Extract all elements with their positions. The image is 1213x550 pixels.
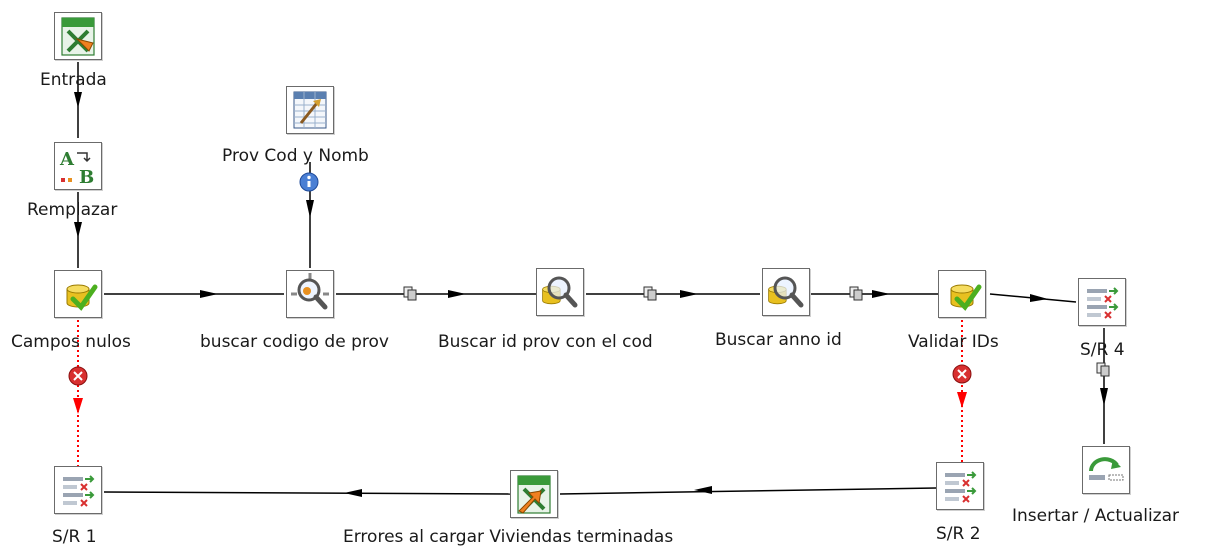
arrow-down (74, 222, 82, 238)
arrow-down (74, 92, 82, 108)
step-validar-ids[interactable] (938, 270, 986, 318)
step-errores-al-cargar[interactable] (510, 470, 558, 518)
info-icon (299, 172, 319, 192)
step-label: S/R 1 (52, 527, 97, 547)
database-lookup-icon (542, 269, 583, 315)
arrow-down (306, 200, 314, 218)
step-label: Campos nulos (11, 332, 131, 352)
step-label: Prov Cod y Nomb (222, 146, 369, 166)
arrow-right (872, 290, 890, 298)
hop-sr1-errores[interactable] (103, 491, 511, 495)
arrow-right (1030, 294, 1048, 302)
arrow-down (1100, 388, 1108, 406)
database-lookup-icon (768, 269, 809, 315)
svg-text:A: A (59, 149, 75, 170)
step-prov-cod-y-nomb[interactable] (286, 86, 334, 134)
step-label: Entrada (40, 70, 107, 90)
copy-rows-icons (403, 286, 1110, 377)
arrow-right (680, 290, 698, 298)
insert-update-icon (1089, 457, 1124, 481)
hop-sr2-errores[interactable] (559, 487, 937, 495)
select-values-icon (62, 475, 94, 507)
copy-icon (403, 286, 417, 301)
step-sr2[interactable] (936, 462, 984, 510)
copy-icon (849, 286, 863, 301)
step-label: buscar codigo de prov (200, 332, 389, 352)
step-campos-nulos[interactable] (54, 270, 102, 318)
filter-rows-icon (66, 284, 98, 311)
step-insertar-actualizar[interactable] (1082, 446, 1130, 494)
arrow-right (200, 290, 218, 298)
arrow-down (957, 392, 967, 408)
copy-icon (643, 286, 657, 301)
copy-icon (1096, 362, 1110, 377)
step-buscar-codigo-de-prov[interactable] (286, 270, 334, 318)
step-entrada[interactable] (54, 12, 102, 60)
stream-lookup-icon (291, 273, 329, 317)
step-label: Validar IDs (908, 332, 999, 352)
step-label: Buscar id prov con el cod (438, 332, 653, 352)
svg-text:B: B (79, 167, 94, 188)
replace-string-icon: A B (59, 149, 94, 188)
step-label: Insertar / Actualizar (1012, 506, 1180, 526)
step-label: Errores al cargar Viviendas terminadas (343, 527, 674, 547)
error-icon (952, 364, 972, 384)
step-sr1[interactable] (54, 466, 102, 514)
error-hop-arrows (73, 392, 967, 414)
arrow-left (344, 489, 362, 497)
error-hops (77, 320, 963, 466)
arrow-left (694, 486, 712, 494)
step-buscar-id-prov-con-el-cod[interactable] (536, 268, 584, 316)
step-sr4[interactable] (1078, 278, 1126, 326)
arrow-right (448, 290, 466, 298)
error-icon (68, 366, 88, 386)
excel-input-icon (60, 16, 96, 57)
select-values-icon (1086, 287, 1118, 319)
excel-output-icon (516, 474, 552, 515)
filter-rows-icon (950, 284, 982, 311)
step-remplazar[interactable]: A B (54, 142, 102, 190)
arrow-down (73, 398, 83, 414)
step-label: S/R 4 (1080, 340, 1125, 360)
step-label: Remplazar (27, 200, 118, 220)
step-buscar-anno-id[interactable] (762, 268, 810, 316)
hop-arrows (74, 92, 1108, 497)
step-label: S/R 2 (936, 524, 981, 544)
step-label: Buscar anno id (715, 330, 842, 350)
select-values-icon (944, 471, 976, 503)
data-grid-icon (293, 91, 327, 129)
